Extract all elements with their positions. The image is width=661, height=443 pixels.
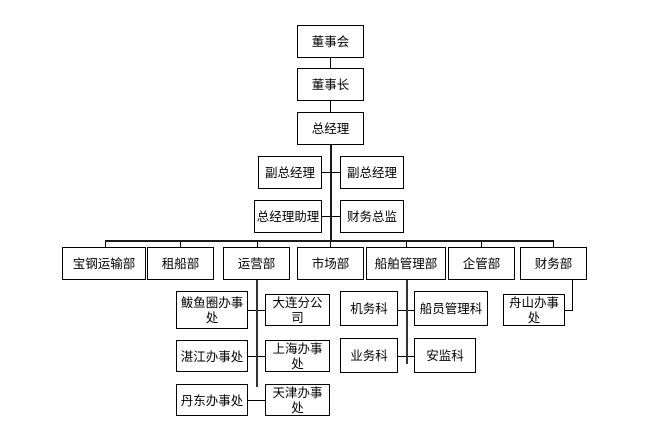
connector-drop-enterprise <box>481 240 482 247</box>
node-section-engine-affairs[interactable]: 机务科 <box>340 291 398 326</box>
node-office-shanghai[interactable]: 上海办事处 <box>265 340 330 372</box>
connector-cfo-stub <box>331 216 340 217</box>
node-general-manager[interactable]: 总经理 <box>297 112 364 145</box>
node-chairman[interactable]: 董事长 <box>297 68 364 101</box>
connector-op-tianjin-stub <box>257 400 265 401</box>
connector-board-to-chairman <box>330 57 331 68</box>
node-gm-assistant[interactable]: 总经理助理 <box>254 200 322 233</box>
connector-engine-section-stub <box>398 310 407 311</box>
connector-assistant-stub <box>322 216 331 217</box>
connector-drop-finance <box>553 240 554 247</box>
node-deputy-general-manager-left[interactable]: 副总经理 <box>258 156 322 189</box>
connector-shipmgmt-subtrunk <box>406 279 408 364</box>
connector-department-bus <box>105 240 553 242</box>
node-section-crew-management[interactable]: 船员管理科 <box>414 291 488 326</box>
node-deputy-general-manager-right[interactable]: 副总经理 <box>340 156 404 189</box>
node-branch-dalian[interactable]: 大连分公司 <box>265 294 330 326</box>
node-office-zhanjiang[interactable]: 湛江办事处 <box>176 340 248 372</box>
connector-crew-section-stub <box>407 310 414 311</box>
connector-drop-shipmgmt <box>406 240 407 247</box>
node-department-finance[interactable]: 财务部 <box>520 247 587 280</box>
connector-safety-section-stub <box>407 356 414 357</box>
node-cfo[interactable]: 财务总监 <box>340 200 404 233</box>
connector-drop-charter <box>180 240 181 247</box>
connector-main-trunk <box>330 144 332 241</box>
connector-op-zhanjiang-stub <box>248 356 257 357</box>
node-office-zhoushan[interactable]: 舟山办事处 <box>503 294 565 326</box>
node-office-bayuquan[interactable]: 鲅鱼圈办事处 <box>176 291 248 329</box>
connector-drop-operation <box>257 240 258 247</box>
node-office-dandong[interactable]: 丹东办事处 <box>176 384 248 416</box>
connector-business-section-stub <box>398 356 407 357</box>
connector-operation-subtrunk <box>256 279 258 387</box>
connector-drop-baogang <box>105 240 106 247</box>
connector-chairman-to-gm <box>330 100 331 112</box>
connector-finance-to-zhoushan-horizontal <box>565 310 573 311</box>
node-section-safety-supervision[interactable]: 安监科 <box>414 338 476 373</box>
connector-drop-market <box>330 240 331 247</box>
connector-deputy-right-stub <box>331 172 340 173</box>
node-department-ship-management[interactable]: 船舶管理部 <box>366 247 446 280</box>
connector-finance-to-zhoushan-vertical <box>572 279 573 311</box>
node-department-marketing[interactable]: 市场部 <box>297 247 364 280</box>
connector-deputy-left-stub <box>322 172 331 173</box>
connector-op-dandong-stub <box>248 400 257 401</box>
node-department-baogang-transport[interactable]: 宝钢运输部 <box>62 247 146 280</box>
node-department-enterprise-management[interactable]: 企管部 <box>448 247 515 280</box>
connector-op-dalian-stub <box>257 310 265 311</box>
node-office-tianjin[interactable]: 天津办事处 <box>265 384 330 416</box>
node-department-operations[interactable]: 运营部 <box>223 247 290 280</box>
node-section-business-affairs[interactable]: 业务科 <box>340 338 398 373</box>
connector-op-shanghai-stub <box>257 356 265 357</box>
node-board-of-directors[interactable]: 董事会 <box>297 25 364 58</box>
connector-op-bayuquan-stub <box>248 310 257 311</box>
node-department-chartering[interactable]: 租船部 <box>147 247 214 280</box>
